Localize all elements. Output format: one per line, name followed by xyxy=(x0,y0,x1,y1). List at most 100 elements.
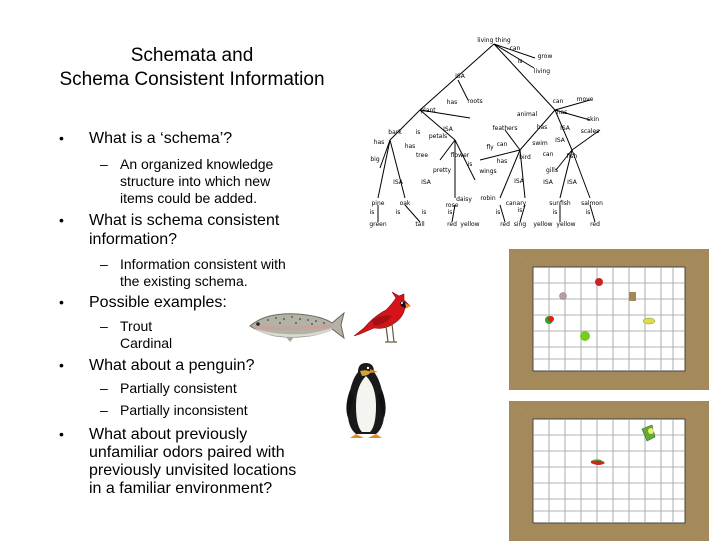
network-label: yellow xyxy=(556,221,575,228)
bullet-dot-icon: • xyxy=(59,294,64,310)
network-label: ISA xyxy=(455,73,466,80)
network-label: has xyxy=(537,124,548,131)
network-label: can xyxy=(510,45,521,52)
network-label: is xyxy=(496,209,501,216)
dash-icon: – xyxy=(100,402,108,418)
network-label: rose xyxy=(446,202,459,209)
network-label: skin xyxy=(587,116,599,123)
bullet-4-text: What about a penguin? xyxy=(89,357,255,374)
network-label: roots xyxy=(467,98,482,105)
network-label: bird xyxy=(519,154,531,161)
dash-icon: – xyxy=(100,380,108,396)
cardinal-icon xyxy=(353,291,411,343)
sub-3-line-1: Trout xyxy=(120,318,153,334)
maze-room-icon xyxy=(509,401,709,541)
dash-icon: – xyxy=(100,256,108,272)
network-label: is xyxy=(586,209,591,216)
slide-title: Schemata and Schema Consistent Informati… xyxy=(0,44,384,92)
network-label: petals xyxy=(429,133,447,140)
network-label: living xyxy=(534,68,550,75)
network-label: tall xyxy=(415,221,425,228)
network-label: daisy xyxy=(456,196,472,203)
network-label: has xyxy=(447,99,458,106)
network-label: scales xyxy=(581,128,600,135)
semantic-network-diagram: living thing can grow is living ISA plan… xyxy=(369,37,603,228)
sub-4b-line-1: Partially inconsistent xyxy=(120,402,248,418)
network-label: feathers xyxy=(493,125,518,132)
network-label: tree xyxy=(416,152,428,159)
dash-icon: – xyxy=(100,156,108,172)
network-label: yellow xyxy=(533,221,552,228)
network-label: has xyxy=(497,158,508,165)
network-label: has xyxy=(374,139,385,146)
title-line-1: Schemata and xyxy=(130,45,254,66)
network-label: is xyxy=(370,209,375,216)
network-label: plant xyxy=(420,107,436,114)
network-label: has xyxy=(557,109,568,116)
title-line-2: Schema Consistent Information xyxy=(59,69,325,90)
network-label: yellow xyxy=(460,221,479,228)
network-label: pine xyxy=(372,200,385,207)
sub-4a-line-1: Partially consistent xyxy=(120,380,237,396)
network-label: ISA xyxy=(443,126,454,133)
network-label: living thing xyxy=(477,37,511,44)
network-label: move xyxy=(577,96,594,103)
bullet-dot-icon: • xyxy=(59,426,64,442)
network-label: canary xyxy=(506,200,527,207)
network-label: fly xyxy=(486,144,494,151)
network-label: bark xyxy=(388,129,402,136)
network-label: ISA xyxy=(567,179,578,186)
sub-1-line-2: structure into which new xyxy=(120,173,271,189)
network-label: animal xyxy=(517,111,538,118)
network-label: has xyxy=(405,143,416,150)
network-label: red xyxy=(447,221,457,228)
network-label: red xyxy=(500,221,510,228)
bullet-dot-icon: • xyxy=(59,130,64,146)
sub-2-line-2: the existing schema. xyxy=(120,273,248,289)
network-label: sunfish xyxy=(549,200,571,207)
bullet-3-text: Possible examples: xyxy=(89,294,227,311)
maze-room-icon xyxy=(509,249,709,390)
network-label: robin xyxy=(480,195,495,202)
network-label: can xyxy=(543,151,554,158)
network-label: ISA xyxy=(555,137,566,144)
network-label: oak xyxy=(400,200,411,207)
network-label: wings xyxy=(479,168,496,175)
network-label: ISA xyxy=(393,179,404,186)
sub-1-line-1: An organized knowledge xyxy=(120,156,274,172)
bullet-5-line-4: in a familiar environment? xyxy=(89,480,273,497)
bullet-5-line-1: What about previously xyxy=(89,426,248,443)
network-label: ISA xyxy=(421,179,432,186)
penguin-icon xyxy=(346,363,386,438)
dash-icon: – xyxy=(100,318,108,334)
network-label: is xyxy=(448,209,453,216)
bullet-1-text: What is a ‘schema’? xyxy=(89,130,233,147)
network-label: ISA xyxy=(560,125,571,132)
network-label: is xyxy=(416,129,421,136)
network-label: swim xyxy=(532,140,548,147)
bullet-5-line-3: previously unvisited locations xyxy=(89,462,297,479)
sub-2-line-1: Information consistent with xyxy=(120,256,286,272)
bullet-5-line-2: unfamiliar odors paired with xyxy=(89,444,285,461)
network-label: is xyxy=(422,209,427,216)
network-label: gills xyxy=(546,167,558,174)
network-label: big xyxy=(370,156,379,163)
network-label: is xyxy=(396,209,401,216)
network-label: ISA xyxy=(514,178,525,185)
network-label: fish xyxy=(567,153,578,160)
sub-3-line-2: Cardinal xyxy=(120,335,173,351)
network-label: red xyxy=(590,221,600,228)
network-label: salmon xyxy=(581,200,603,207)
network-label: is xyxy=(553,209,558,216)
network-label: green xyxy=(369,221,387,228)
network-label: is xyxy=(518,58,523,65)
trout-icon xyxy=(249,311,345,342)
network-label: grow xyxy=(538,53,553,60)
network-label: ISA xyxy=(543,179,554,186)
network-label: is xyxy=(468,161,473,168)
bullet-dot-icon: • xyxy=(59,212,64,228)
network-label: sing xyxy=(514,221,527,228)
network-label: can xyxy=(553,98,564,105)
network-label: is xyxy=(518,207,523,214)
bullet-dot-icon: • xyxy=(59,357,64,373)
